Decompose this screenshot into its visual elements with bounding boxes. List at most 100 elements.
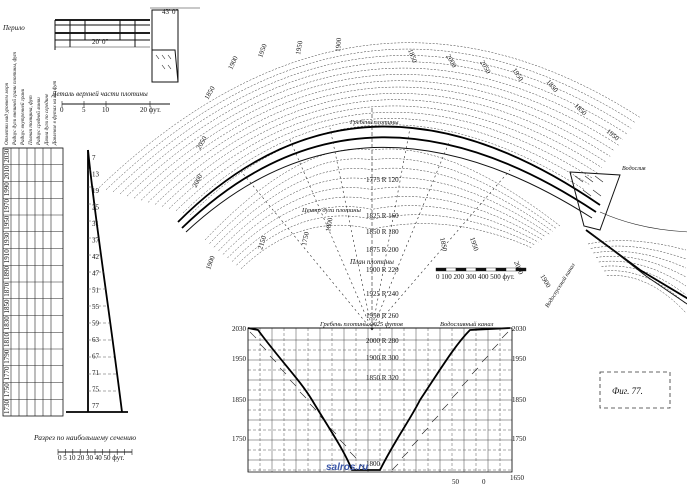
contour-label-12: 2050	[195, 134, 209, 151]
profile-spillway-label: Водосливный канал	[440, 321, 494, 328]
profile-right-tick-1650: 1650	[510, 474, 525, 482]
section-thickness-12: 67	[92, 352, 100, 360]
section-thickness-6: 42	[92, 253, 100, 261]
section-thickness-7: 47	[92, 270, 100, 278]
table-header-inner-radius: Радиус внутренней грани	[19, 88, 26, 146]
section-scale-label: 0 5 10 20 30 40 50 фут.	[58, 454, 125, 462]
table-elevation-13: 1770	[3, 366, 11, 381]
table-elevation-9: 1850	[3, 299, 11, 314]
contour-label-18: 1850	[438, 237, 449, 253]
profile-right-tick-1950: 1950	[512, 355, 527, 363]
table-header-elevation: Отметки над уровнем моря	[3, 82, 10, 145]
contour-label-10: 1850	[573, 102, 589, 118]
plan-radius-7: 1950 R 260	[366, 312, 399, 320]
contour-label-13: 2000	[191, 172, 205, 189]
detail-dimension-middle: 20' 0"	[92, 38, 109, 46]
table-elevation-2: 1990	[3, 182, 11, 197]
profile-bottom-50: 50	[452, 478, 460, 486]
contour-label-8: 1950	[510, 67, 525, 83]
plan-radius-6: 1925 R 240	[366, 290, 399, 298]
contour-label-4: 1900	[334, 37, 343, 52]
figure-label: Фиг. 77.	[612, 386, 643, 396]
table-elevation-15: 1730	[3, 400, 11, 415]
section-caption: Разрез по наибольшему сечению	[33, 433, 137, 442]
section-thickness-15: 77	[92, 402, 100, 410]
section-thickness-8: 51	[92, 286, 100, 294]
contour-label-16: 1750	[300, 231, 311, 247]
plan-radius-4: 1875 R 200	[366, 246, 399, 254]
dam-arc-inner	[181, 136, 597, 229]
table-elevation-8: 1870	[3, 282, 11, 297]
profile-bottom-0: 0	[482, 478, 486, 486]
section-thickness-1: 13	[92, 171, 100, 179]
contour-label-7: 2050	[478, 59, 492, 76]
plan-scale-label: 0 100 200 300 400 500 фут.	[436, 273, 515, 281]
table-header-arc-length: Длина дуги по середине	[43, 93, 50, 146]
contour-label-17: 1800	[324, 217, 334, 233]
profile-inner-2: 1900 R 300	[366, 354, 399, 362]
contour-label-11: 1950	[605, 127, 621, 142]
table-elevation-6: 1910	[3, 249, 11, 264]
table-elevation-7: 1890	[3, 266, 11, 281]
profile-left-tick-1850: 1850	[232, 396, 247, 404]
contour-label-19: 1950	[468, 236, 480, 252]
detail-caption: Деталь верхней части плотины	[51, 90, 148, 98]
profile-left-tick-1950: 1950	[232, 355, 247, 363]
contour-label-1: 1900	[227, 54, 240, 71]
plan-radius-5: 1900 R 220	[366, 266, 399, 274]
contour-label-9: 1850	[544, 78, 559, 94]
section-thickness-2: 19	[92, 187, 100, 195]
plan-radius-2: 1825 R 160	[366, 212, 399, 220]
detail-scale-20: 20 фут.	[140, 106, 161, 114]
profile-left-tick-2030: 2030	[232, 325, 247, 333]
crest-detail: Перило 43' 0" 20' 0" Деталь верхней част…	[2, 7, 200, 114]
contour-label-21: 1900	[538, 273, 552, 290]
detail-dimension-top: 43' 0"	[162, 8, 179, 16]
table-elevation-4: 1950	[3, 215, 11, 230]
section-thickness-0: 7	[92, 154, 96, 162]
profile-right-tick-1750: 1750	[512, 435, 527, 443]
plan-view: Гребень плотины Центр дуги плотины 1775 …	[98, 37, 687, 331]
dam-arc-outer	[177, 125, 601, 223]
table-elevation-14: 1750	[3, 383, 11, 398]
plan-radius-1: 1775 R 120	[366, 176, 399, 184]
table-elevation-10: 1830	[3, 316, 11, 331]
plan-spillway-label: Водослив	[622, 165, 646, 172]
contour-label-0: 1850	[203, 84, 217, 101]
contour-label-14: 1900	[204, 254, 216, 270]
section-thickness-14: 75	[92, 385, 100, 393]
section-thickness-9: 55	[92, 303, 100, 311]
table-elevation-0: 2030	[3, 148, 11, 163]
crest-profile: Гребень плотины 2025 футов Водосливный к…	[232, 321, 527, 486]
table-elevation-1: 2010	[3, 165, 11, 180]
valley-profile	[247, 327, 511, 471]
section-thickness-4: 31	[92, 220, 100, 228]
section-thickness-3: 25	[92, 204, 100, 212]
section-thickness-13: 71	[92, 369, 100, 377]
section-thickness-5: 37	[92, 237, 100, 245]
profile-left-tick-1750: 1750	[232, 435, 247, 443]
table-header-mid-radius: Радиус средней линии	[35, 97, 42, 146]
section-thickness-10: 59	[92, 319, 100, 327]
plan-crest-label: Гребень плотины	[349, 119, 399, 126]
profile-inner-3: 1850 R 320	[366, 374, 399, 382]
detail-scale-0: 0	[60, 106, 64, 114]
profile-right-tick-2030: 2030	[512, 325, 527, 333]
detail-word-railing: Перило	[2, 24, 25, 32]
table-elevation-12: 1790	[3, 349, 11, 364]
table-header-thickness: Полная толщина, фут	[27, 95, 34, 146]
profile-right-tick-1850: 1850	[512, 396, 527, 404]
table-elevation-3: 1970	[3, 199, 11, 214]
watermark: salros.ru	[326, 462, 368, 473]
section-downstream-face	[87, 149, 123, 413]
figure-label-frame	[599, 371, 671, 409]
profile-inner-1: 2000 R 280	[366, 337, 399, 345]
plan-radius-3: 1850 R 180	[366, 228, 399, 236]
table-elevation-5: 1930	[3, 232, 11, 247]
plan-center-label: Центр дуги плотины	[301, 207, 361, 214]
contour-label-2: 1950	[256, 42, 268, 58]
table-header-outer-radius: Радиус дуги внешней грани плотины, фут	[11, 52, 18, 146]
table-elevation-11: 1810	[3, 333, 11, 348]
profile-inner-4: 1800	[366, 460, 381, 468]
